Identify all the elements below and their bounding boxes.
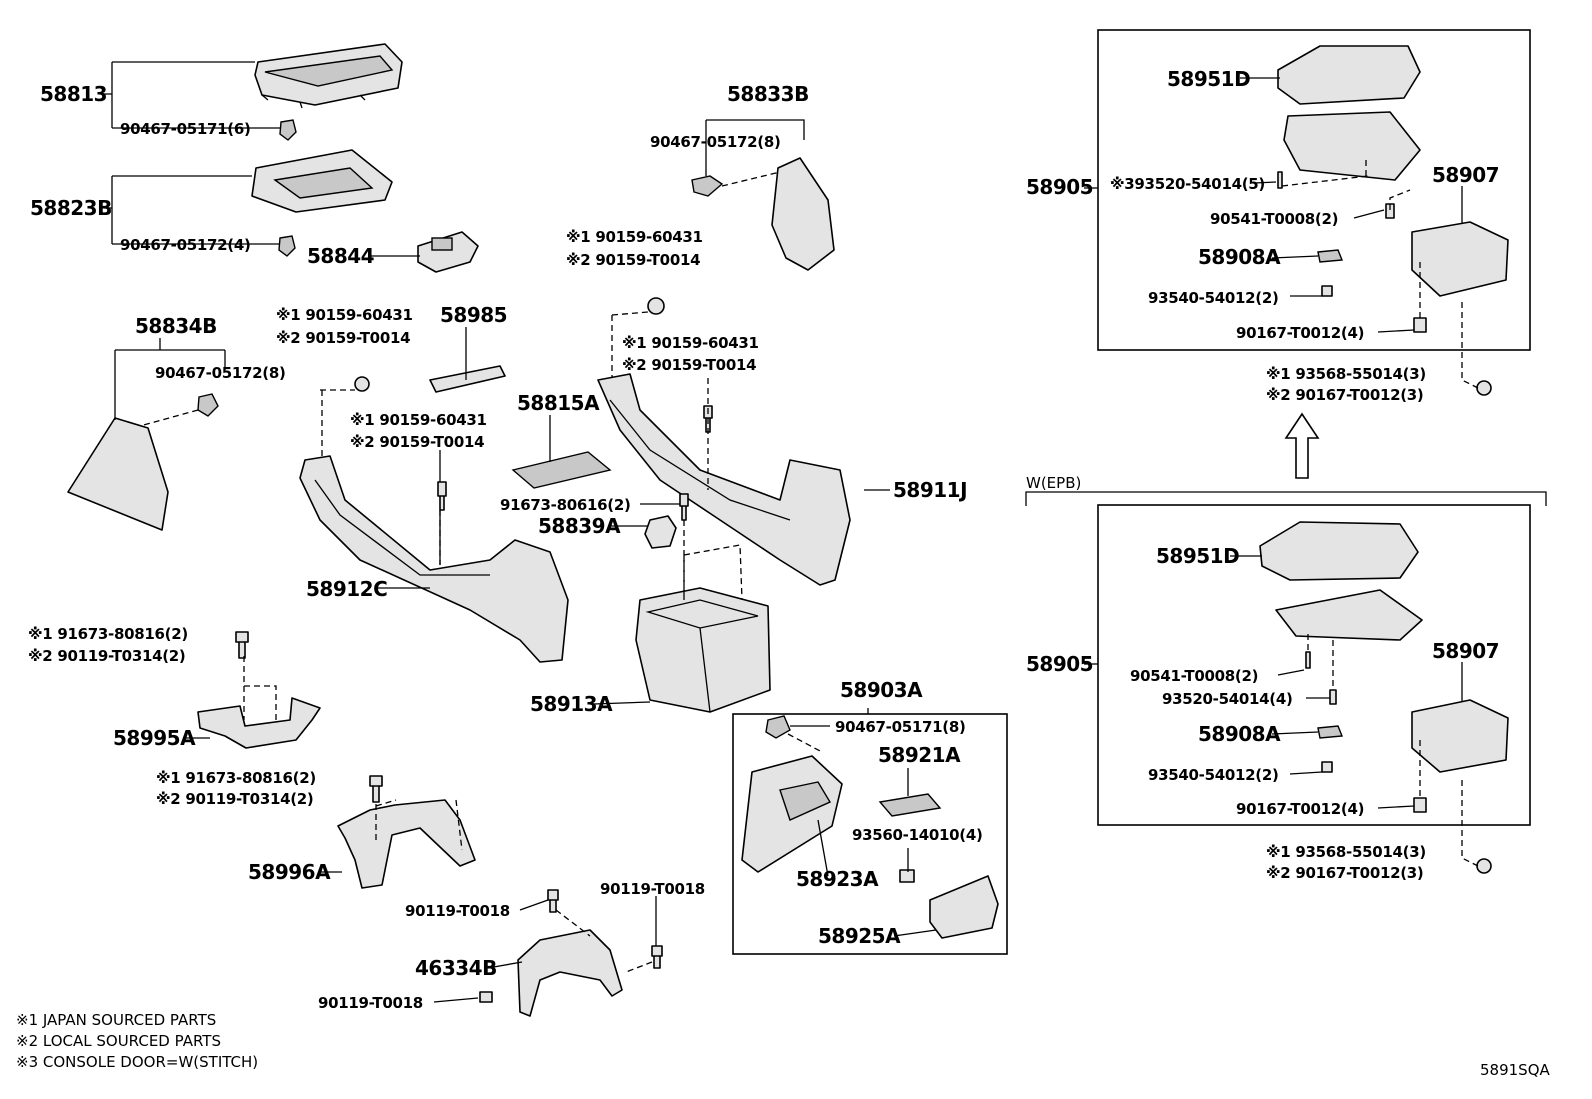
label-58903A[interactable]: 58903A xyxy=(840,678,924,702)
label-58905-top[interactable]: 58905 xyxy=(1026,175,1094,199)
screw-icons xyxy=(235,297,915,1003)
label-s1-90159-60431-d[interactable]: ※1 90159-60431 xyxy=(622,334,759,352)
part-58921A-illustration xyxy=(878,793,942,817)
label-w-epb[interactable]: W(EPB) xyxy=(1026,474,1081,492)
clip-90467-05172-icon xyxy=(691,175,724,197)
label-s1-93568-55014-bottom[interactable]: ※1 93568-55014(3) xyxy=(1266,843,1426,861)
label-58823B[interactable]: 58823B xyxy=(30,196,112,220)
label-s1-91673-80816-a[interactable]: ※1 91673-80816(2) xyxy=(28,625,188,643)
part-58823B-illustration xyxy=(251,149,393,213)
part-58912C-illustration xyxy=(299,455,569,663)
up-arrow-icon xyxy=(1284,412,1320,479)
part-58923A-illustration xyxy=(741,755,843,873)
part-58995A-illustration xyxy=(197,697,321,749)
label-58923A[interactable]: 58923A xyxy=(796,867,880,891)
footnote-local-sourced: ※2 LOCAL SOURCED PARTS xyxy=(16,1032,221,1050)
clip-90467-05171-icon xyxy=(765,715,791,739)
label-s2-90167-T0012-bottom[interactable]: ※2 90167-T0012(3) xyxy=(1266,864,1424,882)
label-58995A[interactable]: 58995A xyxy=(113,726,197,750)
label-58907-top[interactable]: 58907 xyxy=(1432,163,1500,187)
label-58925A[interactable]: 58925A xyxy=(818,924,902,948)
part-58844-illustration xyxy=(417,231,479,273)
label-93540-54012-2-top[interactable]: 93540-54012(2) xyxy=(1148,289,1279,307)
label-58834B[interactable]: 58834B xyxy=(135,314,217,338)
part-58839A-illustration xyxy=(644,515,677,549)
label-s1-93568-55014-top[interactable]: ※1 93568-55014(3) xyxy=(1266,365,1426,383)
label-93540-54012-2-bottom[interactable]: 93540-54012(2) xyxy=(1148,766,1279,784)
part-58833B-illustration xyxy=(771,157,835,271)
part-58815A-illustration xyxy=(511,451,612,489)
label-s2-90159-T0014-b[interactable]: ※2 90159-T0014 xyxy=(350,433,485,451)
label-90167-T0012-4-bottom[interactable]: 90167-T0012(4) xyxy=(1236,800,1364,818)
label-58839A[interactable]: 58839A xyxy=(538,514,622,538)
footnote-japan-sourced: ※1 JAPAN SOURCED PARTS xyxy=(16,1011,216,1029)
label-58996A[interactable]: 58996A xyxy=(248,860,332,884)
label-58921A[interactable]: 58921A xyxy=(878,743,962,767)
part-46334B-illustration xyxy=(517,929,623,1017)
label-90541-T0008-2-top[interactable]: 90541-T0008(2) xyxy=(1210,210,1338,228)
label-90167-T0012-4-top[interactable]: 90167-T0012(4) xyxy=(1236,324,1364,342)
label-s1-90159-60431-a[interactable]: ※1 90159-60431 xyxy=(276,306,413,324)
label-93560-14010-4[interactable]: 93560-14010(4) xyxy=(852,826,983,844)
label-93520-54014-4[interactable]: 93520-54014(4) xyxy=(1162,690,1293,708)
label-s2-90167-T0012-top[interactable]: ※2 90167-T0012(3) xyxy=(1266,386,1424,404)
label-90119-T0018-c[interactable]: 90119-T0018 xyxy=(318,994,423,1012)
label-58844[interactable]: 58844 xyxy=(307,244,375,268)
armrest-58951D-top-illustration xyxy=(1277,45,1509,297)
diagram-code: 5891SQA xyxy=(1480,1061,1551,1079)
label-s2-90119-T0314-a[interactable]: ※2 90119-T0314(2) xyxy=(28,647,186,665)
part-58913A-illustration xyxy=(635,587,771,713)
label-s1-90159-60431-b[interactable]: ※1 90159-60431 xyxy=(350,411,487,429)
label-58912C[interactable]: 58912C xyxy=(306,577,388,601)
armrest-58951D-bottom-illustration xyxy=(1259,521,1509,773)
label-s2-90119-T0314-b[interactable]: ※2 90119-T0314(2) xyxy=(156,790,314,808)
label-90119-T0018-a[interactable]: 90119-T0018 xyxy=(405,902,510,920)
part-58813-illustration xyxy=(254,43,403,109)
label-s3-93520-54014-5[interactable]: ※393520-54014(5) xyxy=(1110,175,1265,193)
label-s1-90159-60431-c[interactable]: ※1 90159-60431 xyxy=(566,228,703,246)
label-58908A-bottom[interactable]: 58908A xyxy=(1198,722,1282,746)
label-58911J[interactable]: 58911J xyxy=(893,478,968,502)
label-58951D-top[interactable]: 58951D xyxy=(1167,67,1251,91)
label-90467-05171-6[interactable]: 90467-05171(6) xyxy=(120,120,251,138)
part-58985-illustration xyxy=(429,365,506,393)
footnote-console-door: ※3 CONSOLE DOOR=W(STITCH) xyxy=(16,1053,258,1071)
label-s2-90159-T0014-a[interactable]: ※2 90159-T0014 xyxy=(276,329,411,347)
label-58907-bottom[interactable]: 58907 xyxy=(1432,639,1500,663)
label-91673-80616-2[interactable]: 91673-80616(2) xyxy=(500,496,631,514)
label-90467-05172-4[interactable]: 90467-05172(4) xyxy=(120,236,251,254)
label-90467-05172-8-left[interactable]: 90467-05172(8) xyxy=(155,364,286,382)
label-58908A-top[interactable]: 58908A xyxy=(1198,245,1282,269)
label-90467-05171-8[interactable]: 90467-05171(8) xyxy=(835,718,966,736)
box-58905-bottom xyxy=(1097,504,1531,826)
label-s1-91673-80816-b[interactable]: ※1 91673-80816(2) xyxy=(156,769,316,787)
label-90467-05172-8-right[interactable]: 90467-05172(8) xyxy=(650,133,781,151)
clip-90467-05172-icon xyxy=(197,393,219,417)
box-58903A xyxy=(732,713,1008,955)
label-58985[interactable]: 58985 xyxy=(440,303,508,327)
part-58911J-illustration xyxy=(597,373,851,586)
label-58913A[interactable]: 58913A xyxy=(530,692,614,716)
label-58951D-bottom[interactable]: 58951D xyxy=(1156,544,1240,568)
label-58833B[interactable]: 58833B xyxy=(727,82,809,106)
clip-90467-05171-icon xyxy=(279,119,297,141)
label-90541-T0008-2-bottom[interactable]: 90541-T0008(2) xyxy=(1130,667,1258,685)
label-58813[interactable]: 58813 xyxy=(40,82,108,106)
part-58925A-illustration xyxy=(929,875,999,939)
label-s2-90159-T0014-c[interactable]: ※2 90159-T0014 xyxy=(566,251,701,269)
label-90119-T0018-b[interactable]: 90119-T0018 xyxy=(600,880,705,898)
label-58905-bottom[interactable]: 58905 xyxy=(1026,652,1094,676)
box-58905-top xyxy=(1097,29,1531,351)
clip-90467-05172-icon xyxy=(278,235,296,257)
label-46334B[interactable]: 46334B xyxy=(415,956,497,980)
label-s2-90159-T0014-d[interactable]: ※2 90159-T0014 xyxy=(622,356,757,374)
part-58996A-illustration xyxy=(337,799,476,889)
part-58834B-illustration xyxy=(67,417,169,531)
label-58815A[interactable]: 58815A xyxy=(517,391,601,415)
leader-lines xyxy=(102,61,1547,1003)
